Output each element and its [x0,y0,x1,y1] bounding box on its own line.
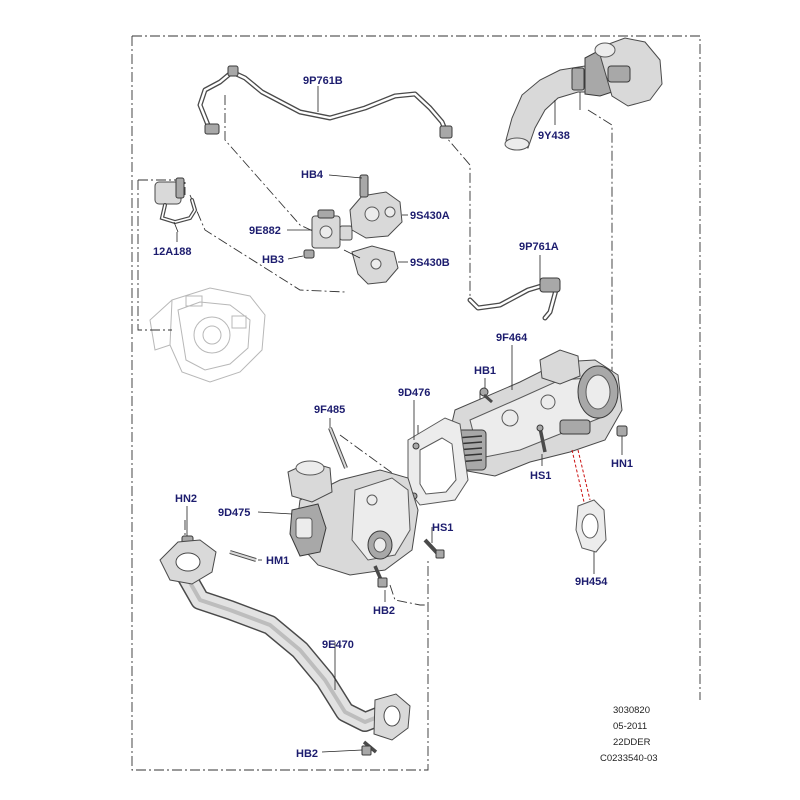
callout-labels: 9P761B 9Y438 HB4 9S430A 9E882 12A188 HB3… [153,75,633,760]
callout-HS1-valve: HS1 [432,522,453,534]
gasket-9H454 [571,449,607,553]
document-metadata: 3030820 05-2011 22DDER C0233540-03 [600,705,658,764]
callout-9D476: 9D476 [398,387,430,399]
stud-9F485 [328,427,348,469]
exhaust-pipe-9E470 [159,539,411,741]
callout-9H454: 9H454 [575,576,608,588]
callout-HS1-cooler: HS1 [530,470,551,482]
stud-HM1 [229,550,257,562]
meta-engine-code: 22DDER [613,737,651,748]
callout-HB4: HB4 [301,169,324,181]
bolt-HB1 [479,387,493,404]
callout-9Y438: 9Y438 [538,130,570,142]
callout-9F485: 9F485 [314,404,345,416]
callout-leaders [176,86,623,753]
vacuum-hose-9P761A [467,277,561,321]
callout-HN2: HN2 [175,493,197,505]
engine-block-outline [149,287,266,383]
callout-HN1: HN1 [611,458,633,470]
stud-HS1-cooler [536,424,547,453]
gasket-9D476 [407,417,469,506]
vacuum-hose-9P761B [197,65,453,139]
meta-reference: C0233540-03 [600,753,658,764]
callout-9S430B: 9S430B [410,257,450,269]
callout-9D475: 9D475 [218,507,250,519]
egr-cooler-9F464 [447,349,623,477]
bolt-HB2-pipe [361,740,378,756]
bolt-HB2-valve [373,565,388,588]
fasteners [181,387,628,756]
callout-HB2-pipe: HB2 [296,748,318,760]
callout-9P761B: 9P761B [303,75,343,87]
callout-9F464: 9F464 [496,332,528,344]
callout-12A188: 12A188 [153,246,192,258]
callout-9E470: 9E470 [322,639,354,651]
meta-drawing-number: 3030820 [613,705,650,716]
solenoid-9E882 [303,209,353,259]
bracket-9S430B [343,245,399,285]
callout-HB1: HB1 [474,365,496,377]
sensor-12A188 [154,177,198,233]
callout-9S430A: 9S430A [410,210,450,222]
callout-HB3: HB3 [262,254,284,266]
callout-9P761A: 9P761A [519,241,559,253]
stud-HS1-valve [423,538,445,559]
callout-HB2-valve: HB2 [373,605,395,617]
egr-valve-9D475 [287,460,419,576]
intake-hose-9Y438 [504,37,663,151]
callout-HM1: HM1 [266,555,289,567]
diagram-frame [131,35,701,771]
bracket-9S430A [349,174,403,239]
nut-HN1 [616,425,628,437]
callout-9E882: 9E882 [249,225,281,237]
meta-date: 05-2011 [613,721,647,732]
